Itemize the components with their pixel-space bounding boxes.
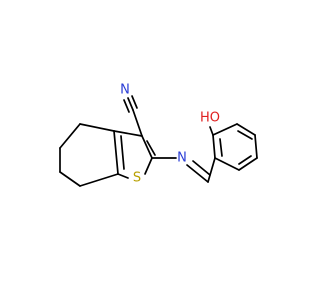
bond <box>141 135 153 159</box>
cyclohexane-ring <box>59 123 119 187</box>
molecule-structure-svg: N N S HO <box>59 83 258 187</box>
bond <box>120 135 125 170</box>
bond <box>212 134 216 159</box>
bond <box>238 155 252 165</box>
sulfur-label: S <box>133 171 141 186</box>
bond <box>79 173 119 187</box>
bond <box>131 95 138 109</box>
bond <box>214 157 240 171</box>
bond <box>254 134 258 159</box>
bond <box>238 157 258 171</box>
bond <box>186 164 209 183</box>
bond <box>59 123 81 149</box>
thiophene-ring <box>113 130 156 179</box>
bond <box>59 171 81 187</box>
hydroxyl-label: HO <box>200 111 220 126</box>
bond <box>113 130 119 175</box>
bond <box>207 157 216 183</box>
nitrile-group <box>123 95 143 137</box>
phenol-ring <box>212 123 258 171</box>
bond <box>192 160 211 176</box>
hydroxyl-bond <box>209 126 214 136</box>
bond <box>237 130 253 140</box>
bond <box>127 97 134 111</box>
bond <box>212 123 238 136</box>
bond <box>117 173 129 179</box>
bond <box>123 99 130 113</box>
molecule-drawing: N N S HO <box>59 83 258 187</box>
nitrile-nitrogen-label: N <box>120 83 130 98</box>
bond <box>113 130 143 137</box>
bond <box>146 140 156 156</box>
bond <box>236 123 256 136</box>
bond <box>132 109 143 137</box>
imine-linker <box>151 157 216 183</box>
bond <box>219 138 223 157</box>
bond <box>144 157 153 175</box>
bond <box>79 123 115 132</box>
imine-nitrogen-label: N <box>177 151 187 166</box>
